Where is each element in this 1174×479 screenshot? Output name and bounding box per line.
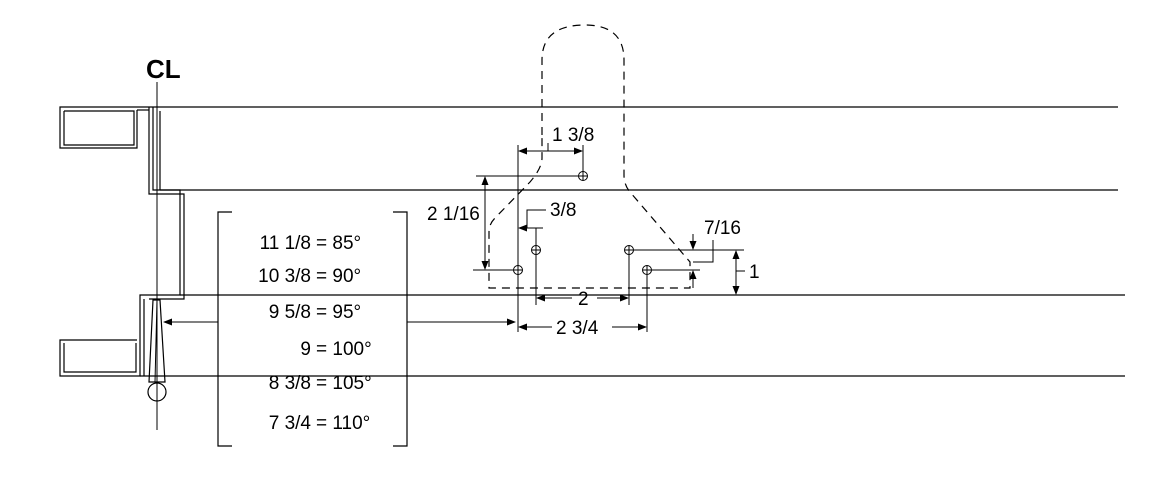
hinge-arm <box>147 299 167 402</box>
angle-table-angle: = 100° <box>316 339 372 360</box>
table-left-bracket <box>217 211 232 447</box>
angle-table-angle: = 95° <box>316 302 361 323</box>
hinge-knuckle-circle <box>147 382 167 402</box>
dimension-label: 3/8 <box>550 200 576 221</box>
angle-table-angle: = 85° <box>316 233 361 254</box>
dimension-label: 1 3/8 <box>552 125 594 146</box>
panel-lines <box>140 106 1125 377</box>
dimension-label: 2 3/4 <box>556 318 599 339</box>
table-brackets <box>217 211 408 447</box>
angle-table-angle: = 105° <box>316 373 372 394</box>
angle-table-size: 7 3/4 <box>269 413 312 434</box>
dimension-label: 7/16 <box>704 218 741 239</box>
dimension-label: 1 <box>749 262 760 283</box>
upper-bracket-profile <box>59 106 185 300</box>
angle-table-size: 11 1/8 <box>260 233 311 254</box>
dimension-1-3-8: 1 3/8 <box>518 125 594 155</box>
centerline-label: CL <box>146 54 181 84</box>
dimension-2-1-16: 2 1/16 <box>427 176 489 270</box>
angle-table-size: 9 <box>300 339 311 360</box>
dimension-label: 2 1/16 <box>427 204 480 225</box>
dimension-label: 2 <box>578 289 589 310</box>
screw-hole-bottom-right <box>642 265 652 275</box>
angle-table: 11 1/8 = 85° 10 3/8 = 90° 9 5/8 = 95° 9 … <box>258 233 372 434</box>
angle-table-angle: = 90° <box>316 266 361 287</box>
template-outline <box>488 24 691 289</box>
angle-table-size: 8 3/8 <box>269 373 311 394</box>
dimension-2-3-4: 2 3/4 <box>518 318 647 339</box>
centerline-symbol: CL <box>146 54 181 84</box>
dimension-2: 2 <box>536 289 629 310</box>
dimension-1: 1 <box>732 250 760 295</box>
lower-bracket-profile <box>59 294 153 377</box>
screw-hole-mid-right <box>624 245 634 255</box>
screw-hole-top <box>578 171 588 181</box>
screw-holes <box>513 171 652 275</box>
angle-table-size: 10 3/8 <box>258 266 311 287</box>
angle-table-size: 9 5/8 <box>269 302 311 323</box>
angle-table-angle: = 110° <box>316 413 370 434</box>
screw-hole-mid-left <box>531 245 541 255</box>
dimension-3-8: 3/8 <box>518 200 576 246</box>
dimension-7-16: 7/16 <box>689 218 741 288</box>
extension-lines <box>473 145 744 332</box>
table-right-bracket <box>393 211 408 447</box>
